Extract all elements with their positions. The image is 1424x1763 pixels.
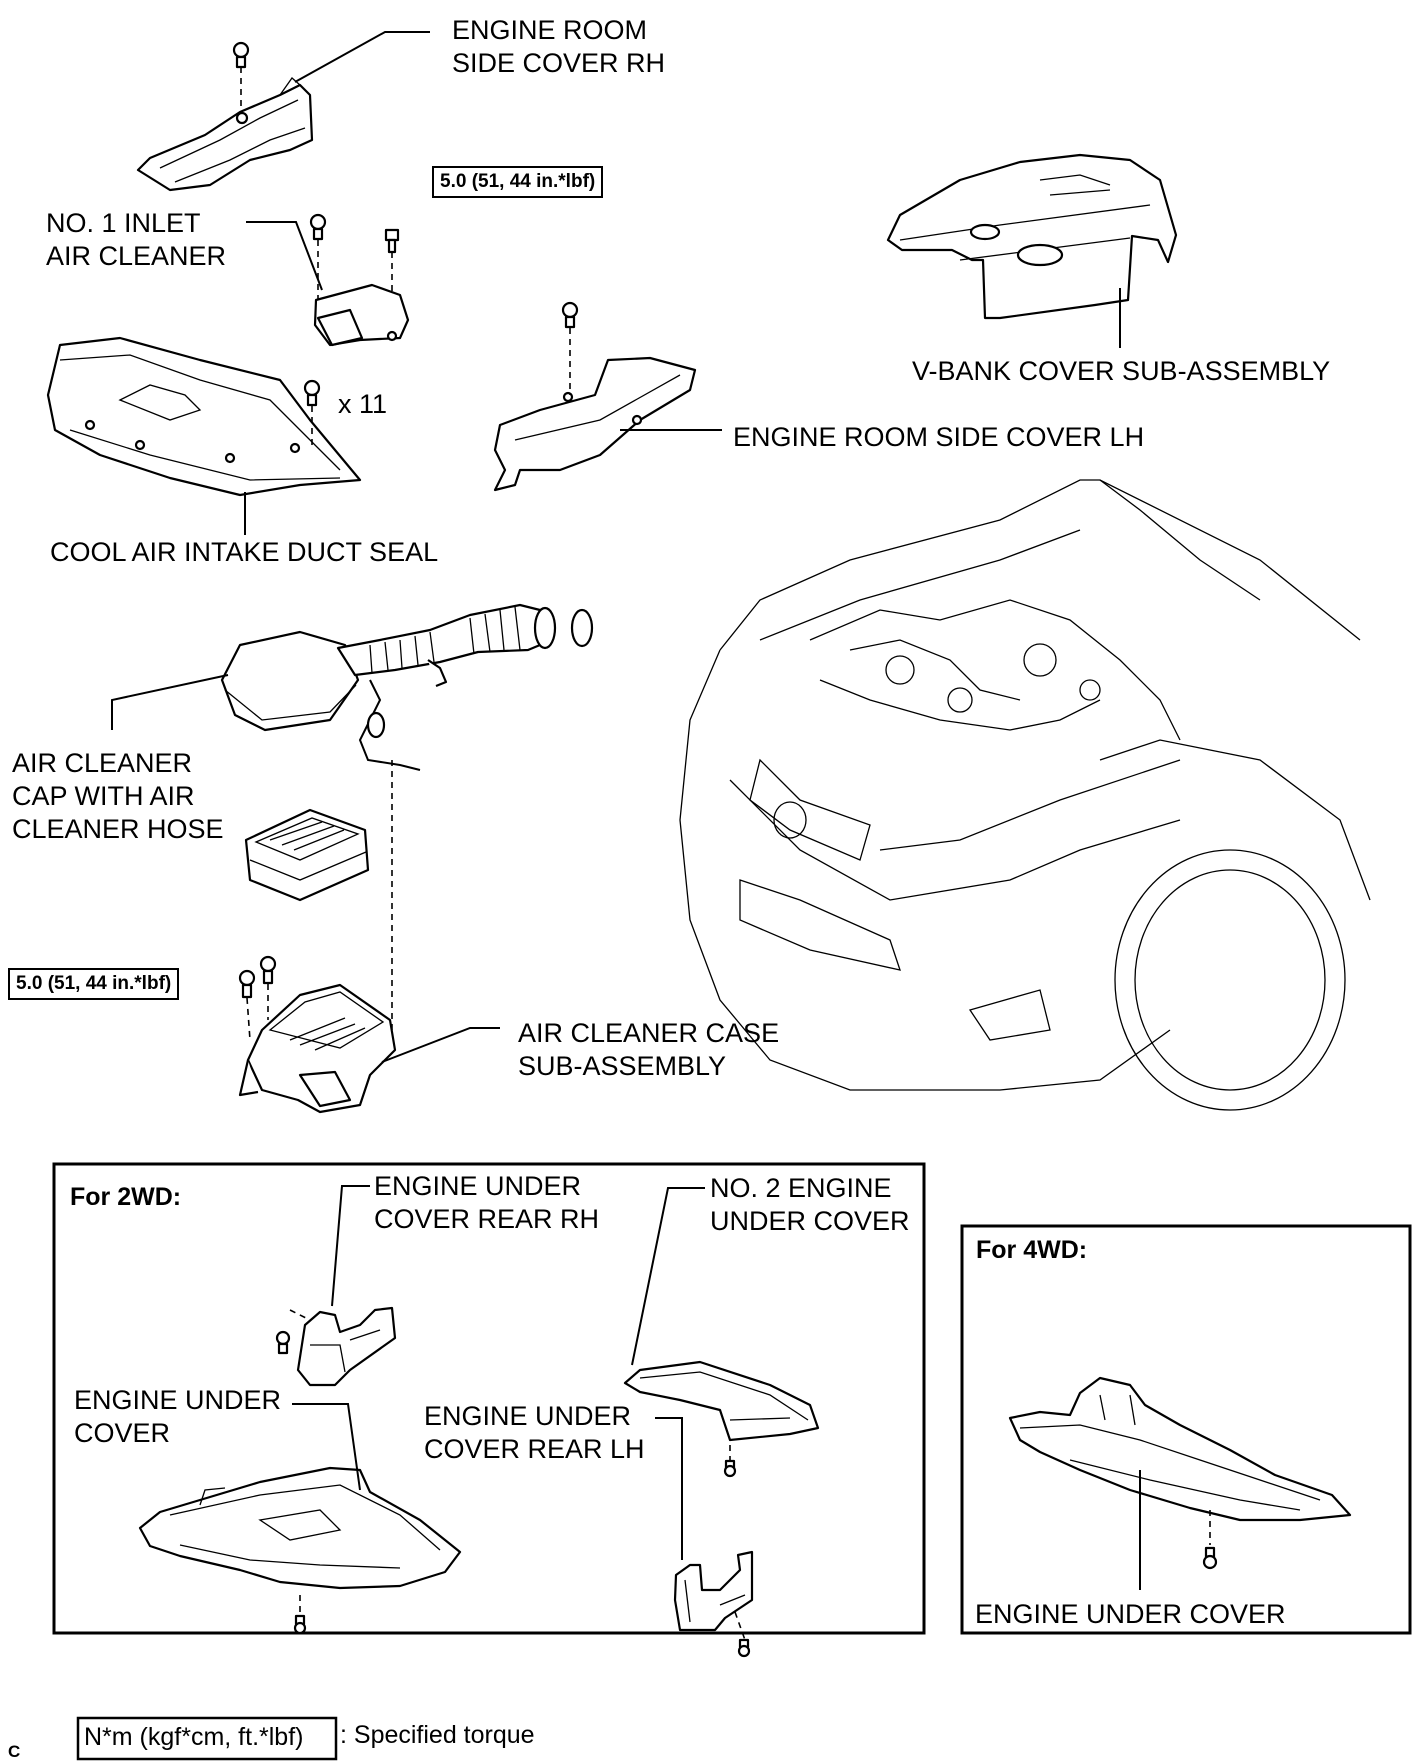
label-line: AIR CLEANER CASE	[518, 1018, 780, 1048]
bolt-icon	[238, 955, 277, 1041]
label-for-4wd: For 4WD:	[976, 1236, 1088, 1264]
legend-description: : Specified torque	[340, 1721, 535, 1749]
air-cleaner-cap-with-hose	[220, 603, 594, 771]
bolt-icon	[232, 41, 250, 112]
label-air-cleaner-cap: AIR CLEANER CAP WITH AIR CLEANER HOSE	[12, 747, 224, 846]
label-air-cleaner-case: AIR CLEANER CASE SUB-ASSEMBLY	[518, 1017, 779, 1083]
label-cool-air-intake-duct-seal: COOL AIR INTAKE DUCT SEAL	[50, 537, 439, 567]
label-engine-under-cover-4wd: ENGINE UNDER COVER	[975, 1599, 1286, 1629]
label-line: NO. 1 INLET	[46, 208, 201, 238]
engine-under-cover	[138, 1466, 462, 1590]
label-line: NO. 2 ENGINE	[710, 1173, 892, 1203]
label-line: CAP WITH AIR	[12, 781, 195, 811]
label-line: AIR CLEANER	[46, 241, 227, 271]
label-line: AIR CLEANER	[12, 748, 193, 778]
bolt-icon	[275, 1309, 311, 1355]
torque-spec-case: 5.0 (51, 44 in.*lbf)	[8, 968, 180, 1000]
label-line: ENGINE ROOM	[452, 15, 648, 45]
label-line: CLEANER HOSE	[12, 814, 224, 844]
clip-icon	[561, 301, 579, 395]
no1-inlet-air-cleaner	[313, 283, 410, 347]
clip-icon	[303, 379, 321, 445]
air-cleaner-case-sub-assembly	[238, 983, 397, 1114]
bolt-icon	[384, 228, 400, 296]
label-engine-under-cover-rear-rh: ENGINE UNDER COVER REAR RH	[374, 1170, 599, 1236]
for-4wd-frame	[960, 1224, 1412, 1635]
label-v-bank-cover: V-BANK COVER SUB-ASSEMBLY	[912, 356, 1331, 386]
engine-room-side-cover-rh	[136, 77, 314, 192]
for-2wd-frame	[52, 1162, 926, 1635]
engine-room-side-cover-lh	[493, 356, 697, 492]
label-line: COVER REAR RH	[374, 1204, 600, 1234]
no2-engine-under-cover	[623, 1360, 820, 1442]
label-line: COVER REAR LH	[424, 1434, 645, 1464]
engine-under-cover-4wd	[1008, 1376, 1352, 1522]
label-clip-count: x 11	[338, 389, 388, 419]
legend-torque-frame	[76, 1716, 338, 1761]
label-for-2wd: For 2WD:	[70, 1183, 182, 1211]
cool-air-intake-duct-seal	[46, 336, 362, 497]
v-bank-cover-sub-assembly	[886, 153, 1178, 320]
air-filter-element	[244, 808, 370, 902]
clip-icon	[309, 213, 327, 300]
label-line: UNDER COVER	[710, 1206, 910, 1236]
label-line: SUB-ASSEMBLY	[518, 1051, 727, 1081]
label-no2-engine-under-cover: NO. 2 ENGINE UNDER COVER	[710, 1172, 910, 1238]
engine-under-cover-rear-rh	[296, 1306, 397, 1387]
label-line: SIDE COVER RH	[452, 48, 666, 78]
label-line: ENGINE UNDER	[74, 1385, 282, 1415]
label-line: COVER	[74, 1418, 171, 1448]
legend-unit: N*m (kgf*cm, ft.*lbf)	[84, 1723, 304, 1751]
engine-under-cover-rear-lh	[673, 1550, 754, 1632]
torque-spec-inlet: 5.0 (51, 44 in.*lbf)	[432, 166, 604, 198]
corner-mark: C	[8, 1742, 21, 1761]
label-no1-inlet-air-cleaner: NO. 1 INLET AIR CLEANER	[46, 207, 226, 273]
label-line: ENGINE UNDER	[424, 1401, 632, 1431]
label-engine-room-side-cover-rh: ENGINE ROOM SIDE COVER RH	[452, 14, 665, 80]
label-engine-under-cover-2wd: ENGINE UNDER COVER	[74, 1384, 281, 1450]
bolt-icon	[723, 1445, 737, 1478]
label-line: ENGINE UNDER	[374, 1171, 582, 1201]
label-engine-under-cover-rear-lh: ENGINE UNDER COVER REAR LH	[424, 1400, 645, 1466]
bolt-icon	[734, 1611, 751, 1658]
bolt-icon	[293, 1595, 307, 1635]
bolt-icon	[1202, 1510, 1218, 1570]
vehicle-front-illustration	[679, 479, 1371, 1111]
label-engine-room-side-cover-lh: ENGINE ROOM SIDE COVER LH	[733, 422, 1145, 452]
